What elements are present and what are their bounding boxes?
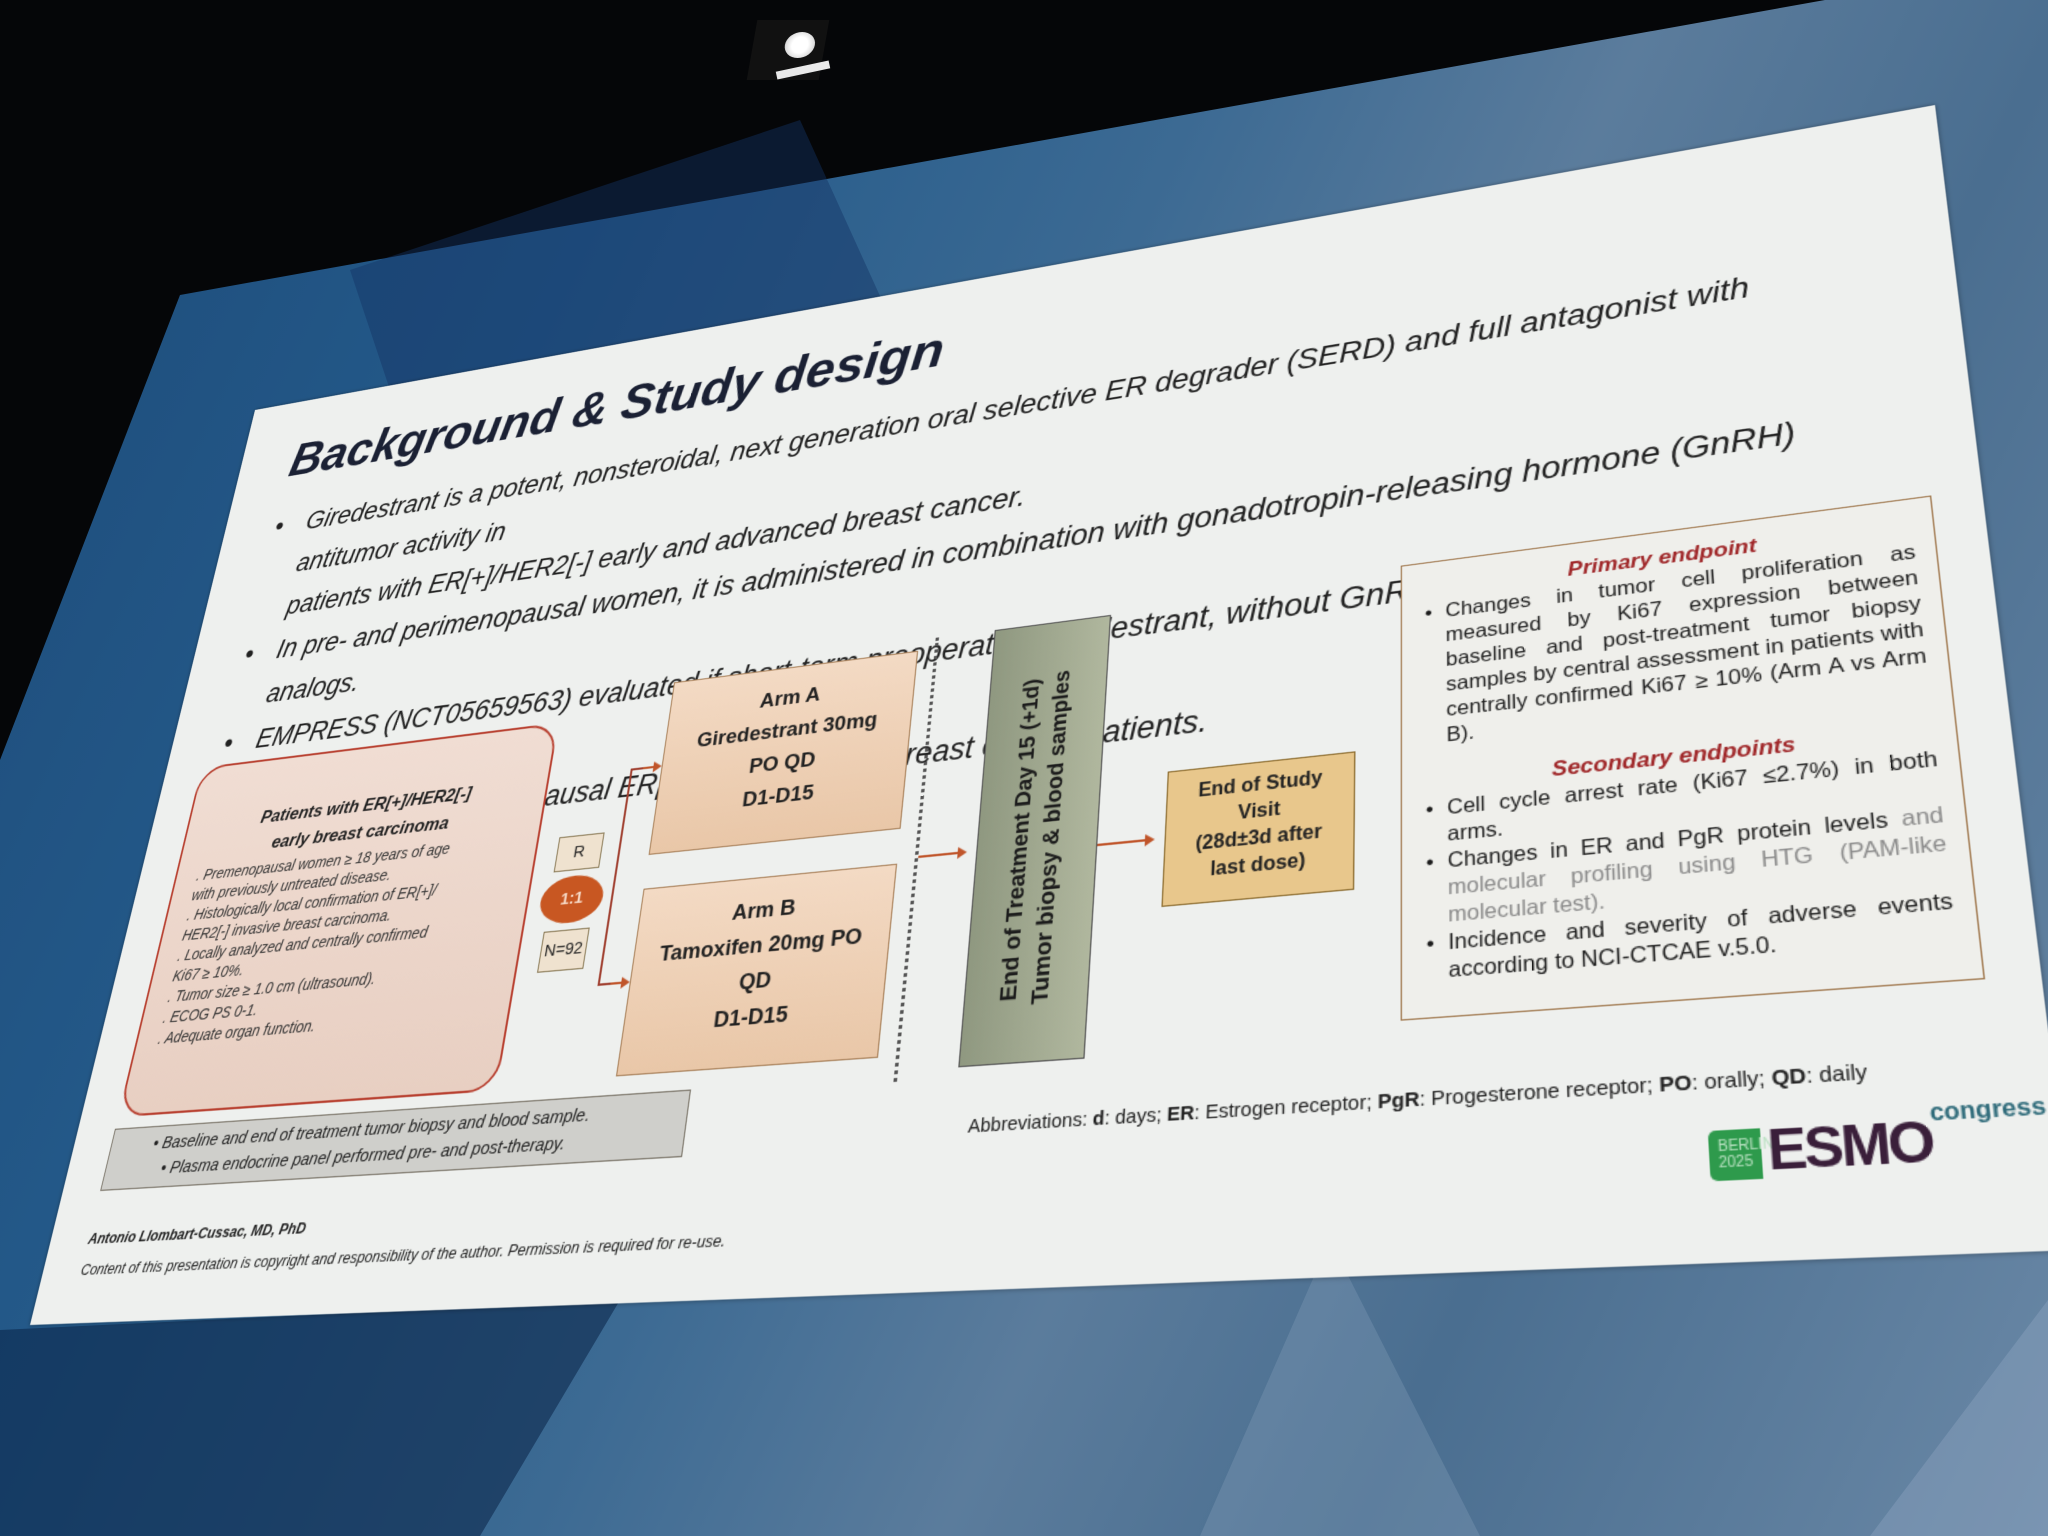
randomization-ratio-badge: 1:1 [536,872,607,926]
bullet-icon: • [272,511,287,541]
endpoints-box: Primary endpoint • Changes in tumor cell… [1400,495,1986,1021]
bullet-icon: • [220,727,237,759]
logo-suffix: congress [1928,1094,2048,1127]
randomization-label: R [553,832,605,873]
logo-brand: ESMO [1765,1111,1936,1184]
bullet-icon: • [241,638,258,669]
bullet-icon: • [1426,931,1435,957]
patient-eligibility-box: Patients with ER[+]/HER2[-] early breast… [117,722,559,1118]
logo-city-badge: BERLIN 2025 [1707,1128,1774,1182]
sample-size-label: N=92 [536,927,590,973]
end-of-study-box: End of Study Visit (28d±3d after last do… [1161,751,1356,908]
bullet-icon: • [1426,850,1434,875]
arrow-right-icon [610,981,628,985]
esmo-congress-logo: BERLIN 2025 ESMO congress [1707,1094,2048,1184]
eligibility-criteria-list: . Premenopausal women ≥ 18 years of age … [156,839,452,1048]
arm-a-box: Arm A Giredestrant 30mg PO QD D1-D15 [648,650,919,855]
bullet-icon: • [1425,798,1434,822]
arm-b-box: Arm B Tamoxifen 20mg PO QD D1-D15 [615,863,898,1077]
author-credit: Antonio Llombart-Cussac, MD, PhD [86,1218,308,1248]
arrow-right-icon [1097,838,1153,847]
arrow-right-icon [918,851,965,859]
bullet-icon: • [1424,602,1433,625]
